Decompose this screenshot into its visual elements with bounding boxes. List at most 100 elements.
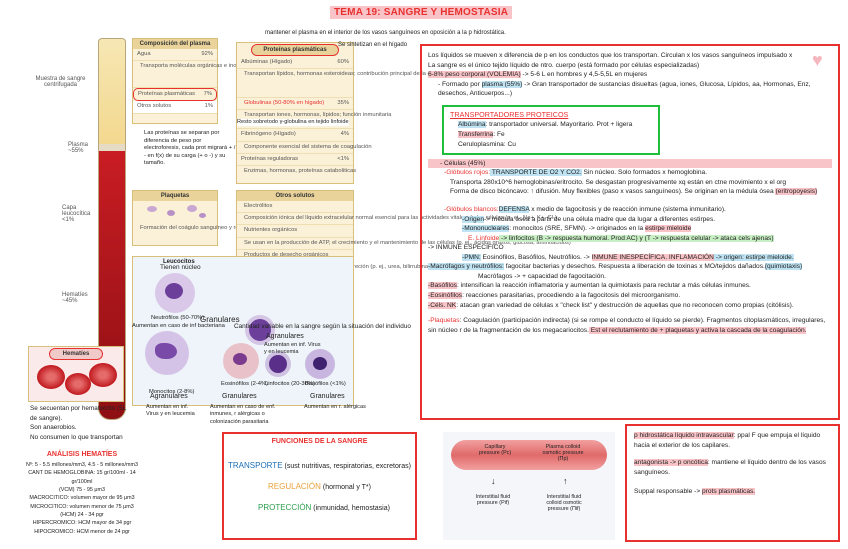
annotation-cantidad: Cantidad variable en la sangre según la … xyxy=(234,323,411,330)
globulos-rojos-line: -Glóbulos rojos: TRANSPORTE DE O2 Y CO2.… xyxy=(444,169,708,177)
mononucleares-line: -Mononucleares: monocitos (SRE, SFMN). -… xyxy=(462,225,692,233)
interstitial-fluid-label: Interstitial fluid pressure (Pif) xyxy=(475,494,511,506)
table-row: Globulinas (50-80% en hígado)35% xyxy=(237,98,353,111)
plaquetas-box: Plaquetas Formación del coágulo sanguíne… xyxy=(132,190,278,246)
table-row: Fibrinógeno (Hígado)4% xyxy=(237,129,353,142)
tube-label: Muestra de sangre centrifugada xyxy=(35,76,86,88)
funcion-proteccion: PROTECCIÓN (inmunidad, hemostasia) xyxy=(258,503,390,512)
analisis-line: (HCM) 24 - 34 pgr xyxy=(60,512,104,519)
neutrofilos-label: Neutrófilos (50-70%) xyxy=(151,315,205,321)
list-item: Ceruloplasmina: Cu xyxy=(458,140,516,148)
analisis-line: (VCM) 75 - 95 μm3 xyxy=(59,486,105,493)
analisis-title: ANÁLISIS HEMATÍES xyxy=(46,451,118,458)
lymphocyte-nucleus xyxy=(269,355,287,373)
analisis-line: MICROCITICO: volumen menor de 75 μm3 xyxy=(30,503,134,510)
annotation-virus: Aumentan en inf. Virus y en leucemia xyxy=(264,342,321,356)
annotation-agranulares-1: Agranulares xyxy=(266,333,304,340)
red-blood-cell xyxy=(89,363,117,387)
red-blood-cell xyxy=(37,365,65,389)
heart-icon: ♥ xyxy=(812,50,823,70)
hidrostatica-line: p hidrostática líquido intravascular: pp… xyxy=(634,432,821,449)
funciones-title: FUNCIONES DE LA SANGRE xyxy=(271,438,368,445)
intro-paragraph: Los líquidos se mueven x diferencia de p… xyxy=(428,52,793,59)
plasma-line: - Formado por plasma (55%) -> Gran trans… xyxy=(438,80,811,98)
eosinofilos-line: -Eosinófilos: reacciones parasitarias, p… xyxy=(428,291,681,299)
capillary-pressure-label: Capillary pressure (Pc) xyxy=(478,444,512,456)
arrow-down-icon: ↓ xyxy=(491,476,496,486)
annotation-granulares-1: Granulares xyxy=(200,315,240,324)
list-item: Albúmina: transportador universal. Mayor… xyxy=(458,121,633,129)
annotation-hepatic: Se sintetizan en el hígado xyxy=(338,42,408,48)
hematies-header: Hematíes xyxy=(49,348,103,360)
antagonista-line: antagonista -> p oncótica: mantiene el l… xyxy=(634,459,826,476)
annotation-hematocrito: Se secuentan por hematocrito (5L de sang… xyxy=(30,405,127,422)
table-row: Albúminas (Hígado)60% xyxy=(237,57,353,70)
annotation-granulares-2: Granulares xyxy=(222,393,257,400)
hematies-panel: Hematíes xyxy=(28,346,124,402)
tissue-paragraph: La sangre es el único tejido líquido de … xyxy=(428,61,700,69)
analisis-line: HIPOCROMICO: HCM menor de 24 pgr xyxy=(34,528,130,535)
neutrophil-nucleus xyxy=(165,283,183,299)
basofilos-label: Basófilos (<1%) xyxy=(305,381,346,387)
globulos-blancos-line: -Glóbulos blancos:DEFENSA x medio de fag… xyxy=(444,206,726,214)
interstitial-colloid-label: Interstitial fluid colloid osmotic press… xyxy=(546,494,582,512)
table-row: Componente esencial del sistema de coagu… xyxy=(237,142,372,154)
annotation-agranulares-2: Agranulares xyxy=(150,393,188,400)
plaquetas-header: Plaquetas xyxy=(133,191,217,201)
leucocitos-panel: Leucocitos Neutrófilos (50-70%) Monocito… xyxy=(132,256,354,406)
plaquetas-line: -Plaquetas: Coagulación (participación i… xyxy=(428,317,826,334)
monocyte-nucleus xyxy=(155,343,177,359)
annotation-inmunes: Aumentan en caso de enf. inmunes, r alér… xyxy=(210,404,276,425)
arrow-up-icon: ↑ xyxy=(563,476,568,486)
leucocitos-header: Leucocitos xyxy=(163,259,195,265)
lymphocyte-2-nucleus xyxy=(249,319,271,341)
nk-line: -Céls. NK: atacan gran variedad de célul… xyxy=(428,301,794,309)
table-row: Proteínas reguladoras<1% xyxy=(237,154,353,167)
table-row: Transportan lípidos, hormonas esteroidea… xyxy=(237,69,518,99)
hematies-label: Hematíes ~45% xyxy=(62,292,88,304)
celulas-line: - Células (45%) xyxy=(428,158,832,169)
eosinofilos-label: Eosinófilos (2-4%) xyxy=(221,381,269,387)
table-row: Electrólitos xyxy=(237,201,353,214)
funciones-box: FUNCIONES DE LA SANGRE TRANSPORTE (sust … xyxy=(222,432,417,540)
transportadores-box: TRANSPORTADORES PROTEICOS Albúmina: tran… xyxy=(442,104,660,155)
annotation-granulares-3: Granulares xyxy=(310,393,345,400)
analisis-hematies: ANÁLISIS HEMATÍES Nº: 5 - 5.5 millones/m… xyxy=(22,450,142,536)
annotation-electroforesis: Las proteínas se separan por diferencia … xyxy=(144,130,236,167)
pressure-notes-box: p hidrostática líquido intravascular: pp… xyxy=(625,424,840,542)
basofilos-line: -Basófilos: intensifican la reacción inf… xyxy=(428,282,751,290)
volemia-line: 6-8% peso corporal (VOLEMIA) -> 5-6 L en… xyxy=(428,71,648,79)
suppal-line: Suppal responsable -> prots plasmáticas. xyxy=(634,488,756,496)
annotation-resto: Resto sobretodo γ-globulina en tejido li… xyxy=(237,119,349,127)
annotation-bacterias: Aumentan en caso de inf bacteriana xyxy=(132,323,225,329)
macrofagos-line-2: Macrófagos -> + capacidad de fagocitació… xyxy=(478,272,606,280)
otros-solutos-header: Otros solutos xyxy=(237,191,353,201)
basophil-nucleus xyxy=(313,357,327,370)
transportadores-title: TRANSPORTADORES PROTEICOS xyxy=(450,109,569,119)
monocitos-label: Monocitos (2-8%) xyxy=(149,389,195,395)
list-item: Transferrina: Fe xyxy=(458,131,505,139)
capillary-diagram: Capillary pressure (Pc) Plasma colloid o… xyxy=(443,432,615,540)
annotation-nucleo: Tienen núcleo xyxy=(160,264,201,271)
hematies-notes: Se secuentan por hematocrito (5L de sang… xyxy=(30,404,130,442)
analisis-line: HIPERCROMICO: HCM mayor de 34 pgr xyxy=(32,520,132,527)
annotation-mantener: mantener el plasma en el interior de los… xyxy=(265,30,506,36)
table-row: Transporta moléculas orgánicas e inorgán… xyxy=(133,61,327,89)
analisis-line: Nº: 5 - 5.5 millones/mm3, 4.5 - 5 millon… xyxy=(26,461,138,468)
table-row: Nutrientes orgánicos xyxy=(237,225,353,238)
red-blood-cell xyxy=(65,373,91,395)
table-row: Enzimas, hormonas, proteínas catabolitic… xyxy=(244,168,357,175)
plasma-table-header: Composición del plasma xyxy=(133,39,217,49)
page-title: TEMA 19: SANGRE Y HEMOSTASIA xyxy=(330,6,513,19)
plasma-proteins-table: Proteínas plasmáticas Albúminas (Hígado)… xyxy=(236,42,518,184)
analisis-line: CANT DE HEMOGLOBINA: 15 gr/100ml - 14 gr… xyxy=(28,470,136,485)
pressure-notes: p hidrostática líquido intravascular: pp… xyxy=(634,431,831,497)
funcion-transporte: TRANSPORTE (sust nutritivas, respiratori… xyxy=(228,461,411,470)
pmn-line: -PMN: Eosinófilos, Basófilos, Neutrófilo… xyxy=(462,253,794,261)
capillary-vessel xyxy=(451,440,607,470)
gr-line-3: Forma de disco bicóncavo: ↑ difusión. Mu… xyxy=(450,188,818,196)
